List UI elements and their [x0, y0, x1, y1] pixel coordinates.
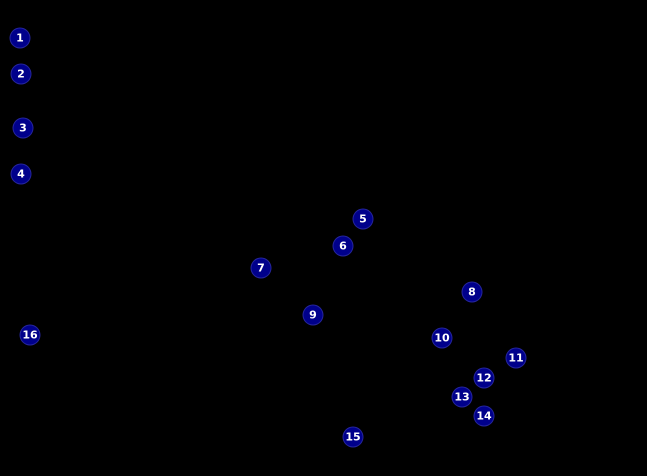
som-mark-15[interactable]: 15 — [342, 426, 364, 448]
som-mark-9[interactable]: 9 — [302, 304, 324, 326]
som-mark-11[interactable]: 11 — [505, 347, 527, 369]
som-mark-6[interactable]: 6 — [332, 235, 354, 257]
som-mark-13[interactable]: 13 — [451, 386, 473, 408]
som-mark-8[interactable]: 8 — [461, 281, 483, 303]
som-mark-12[interactable]: 12 — [473, 367, 495, 389]
som-mark-4[interactable]: 4 — [10, 163, 32, 185]
som-mark-2[interactable]: 2 — [10, 63, 32, 85]
som-mark-7[interactable]: 7 — [250, 257, 272, 279]
som-mark-5[interactable]: 5 — [352, 208, 374, 230]
som-mark-10[interactable]: 10 — [431, 327, 453, 349]
som-mark-14[interactable]: 14 — [473, 405, 495, 427]
som-mark-3[interactable]: 3 — [12, 117, 34, 139]
som-mark-1[interactable]: 1 — [9, 27, 31, 49]
som-mark-16[interactable]: 16 — [19, 324, 41, 346]
